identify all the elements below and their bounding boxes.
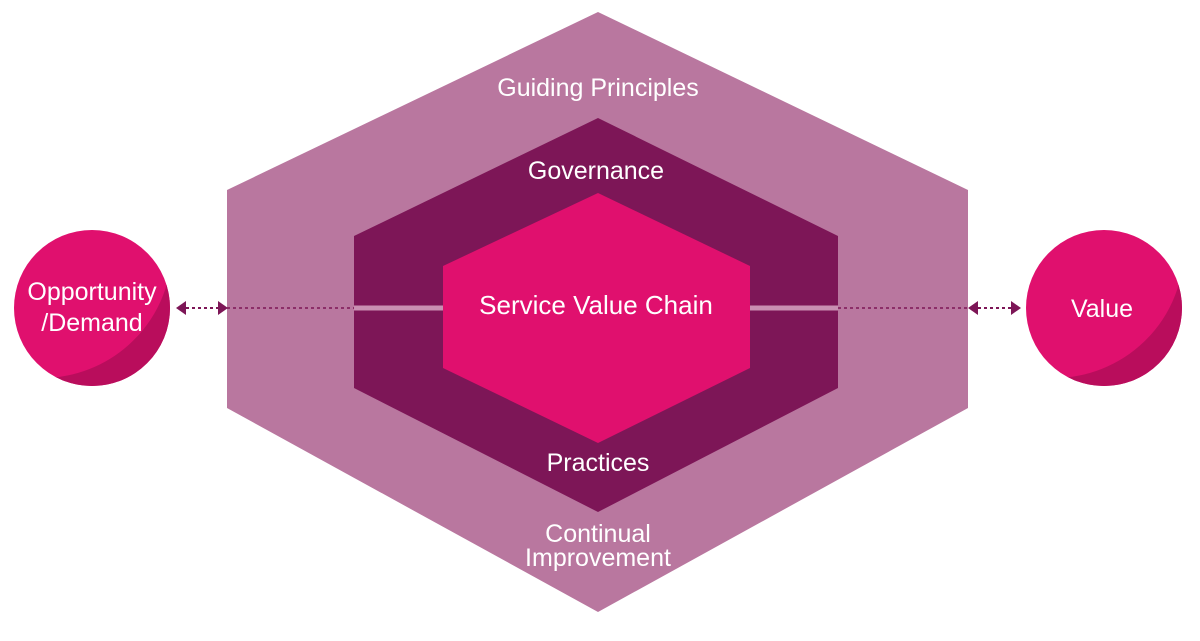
left-arrowhead-icon (968, 301, 978, 315)
value-circle: Value (1026, 230, 1182, 386)
improvement-label: Improvement (525, 544, 671, 572)
practices-label: Practices (547, 449, 650, 477)
left-arrowhead-icon (176, 301, 186, 315)
right-connector (968, 301, 1021, 315)
demand-label: /Demand (41, 309, 142, 337)
core-hexagon (443, 193, 750, 443)
right-arrowhead-icon (218, 301, 228, 315)
continual-label: Continual (545, 520, 651, 548)
right-arrowhead-icon (1011, 301, 1021, 315)
opportunity-demand-circle: Opportunity /Demand (14, 230, 170, 386)
opportunity-label: Opportunity (27, 278, 157, 306)
guiding-principles-label: Guiding Principles (497, 74, 699, 102)
service-value-chain-label: Service Value Chain (479, 290, 713, 320)
value-label: Value (1071, 295, 1133, 323)
left-connector (176, 301, 228, 315)
governance-label: Governance (528, 157, 664, 185)
